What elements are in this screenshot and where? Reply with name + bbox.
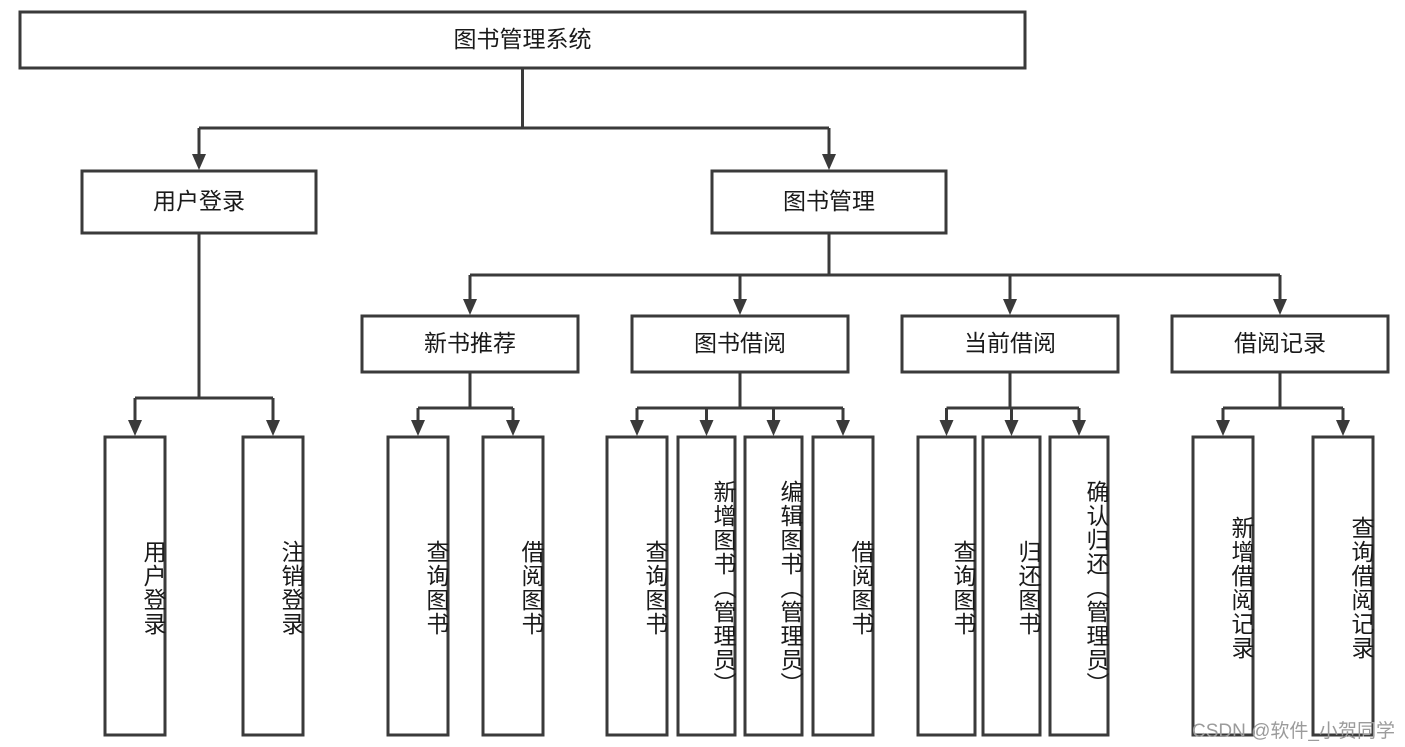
arrow-head-icon (630, 420, 644, 436)
arrow-head-icon (266, 420, 280, 436)
arrow-head-icon (733, 299, 747, 315)
node-box-leaf-query-borrow-record[interactable] (1311, 435, 1375, 737)
arrow-head-icon (128, 420, 142, 436)
node-label-root: 图书管理系统 (454, 26, 592, 52)
node-label-current-borrow: 当前借阅 (964, 330, 1056, 356)
node-box-borrow-records[interactable] (1170, 314, 1390, 374)
node-box-leaf-borrow-book-recommend[interactable] (481, 435, 545, 737)
arrow-head-icon (1216, 420, 1230, 436)
arrow-head-icon (192, 154, 206, 170)
node-box-layer (18, 10, 1390, 737)
arrow-head-icon (411, 420, 425, 436)
arrow-head-icon (506, 420, 520, 436)
node-box-leaf-borrow-book[interactable] (811, 435, 875, 737)
node-box-book-borrow[interactable] (630, 314, 850, 374)
arrow-head-icon (699, 420, 714, 436)
arrow-head-icon (463, 299, 477, 315)
node-box-current-borrow[interactable] (900, 314, 1120, 374)
arrow-head-icon (1336, 420, 1350, 436)
node-box-leaf-add-book-admin[interactable] (676, 435, 737, 737)
arrow-head-icon (1072, 420, 1086, 436)
node-label-book-management: 图书管理 (783, 188, 875, 214)
arrow-head-icon (1003, 299, 1017, 315)
arrow-head-icon (822, 154, 836, 170)
connector-layer (128, 68, 1350, 436)
node-box-leaf-query-book-current[interactable] (916, 435, 977, 737)
node-label-borrow-records: 借阅记录 (1234, 330, 1326, 356)
watermark-text: CSDN @软件_小贺同学 (1192, 721, 1395, 742)
arrow-head-icon (836, 420, 850, 436)
node-box-leaf-user-login[interactable] (103, 435, 167, 737)
arrow-head-icon (1004, 420, 1019, 436)
node-box-leaf-query-book-borrow[interactable] (605, 435, 669, 737)
node-label-new-book-recommend: 新书推荐 (424, 330, 516, 356)
node-box-leaf-confirm-return-admin[interactable] (1048, 435, 1110, 737)
node-box-leaf-add-borrow-record[interactable] (1191, 435, 1255, 737)
node-label-user-login: 用户登录 (153, 188, 245, 214)
node-box-root[interactable] (18, 10, 1027, 70)
node-box-leaf-edit-book-admin[interactable] (743, 435, 804, 737)
arrow-head-icon (1273, 299, 1287, 315)
node-box-leaf-logout[interactable] (241, 435, 305, 737)
node-box-new-book-recommend[interactable] (360, 314, 580, 374)
node-box-book-management[interactable] (710, 169, 948, 235)
node-label-book-borrow: 图书借阅 (694, 330, 786, 356)
node-box-leaf-return-book[interactable] (981, 435, 1042, 737)
node-box-user-login[interactable] (80, 169, 318, 235)
node-box-leaf-query-book-recommend[interactable] (386, 435, 450, 737)
arrow-head-icon (766, 420, 781, 436)
arrow-head-icon (939, 420, 954, 436)
